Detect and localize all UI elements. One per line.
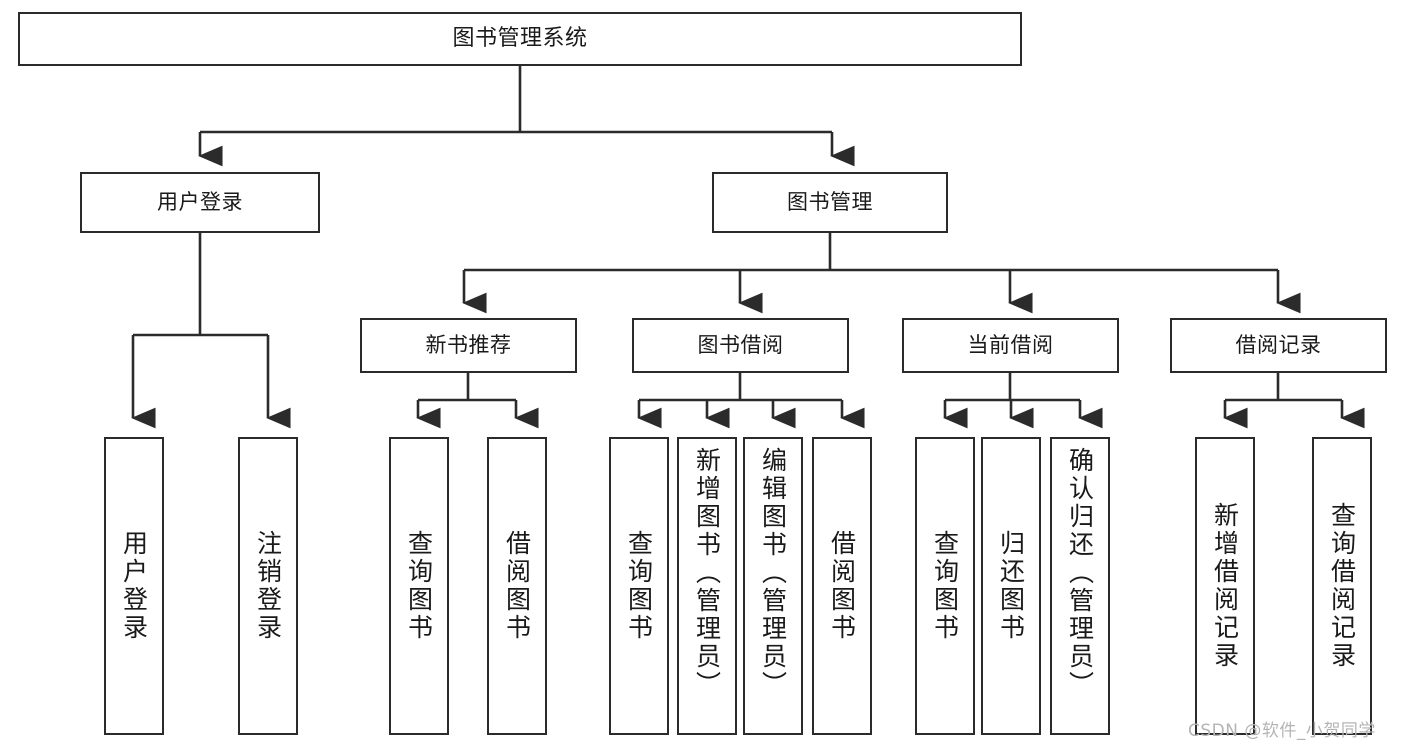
node-new-book-recommendation[interactable]: 新书推荐	[360, 318, 577, 373]
node-book-management[interactable]: 图书管理	[712, 172, 948, 233]
leaf-confirm-return-admin[interactable]: 确认归还（管理员）	[1050, 437, 1110, 735]
leaf-edit-book-admin[interactable]: 编辑图书（管理员）	[743, 437, 803, 735]
leaf-return-book[interactable]: 归还图书	[981, 437, 1041, 735]
node-label: 归还图书	[996, 530, 1026, 642]
node-label: 当前借阅	[967, 332, 1054, 357]
node-label: 新增图书（管理员）	[692, 447, 722, 699]
node-label: 用户登录	[119, 530, 149, 642]
node-current-borrow[interactable]: 当前借阅	[902, 318, 1119, 373]
node-label: 图书管理系统	[452, 25, 588, 51]
node-label: 注销登录	[253, 530, 283, 642]
node-label: 借阅记录	[1235, 332, 1322, 357]
node-borrow-records[interactable]: 借阅记录	[1170, 318, 1387, 373]
leaf-user-login[interactable]: 用户登录	[104, 437, 164, 735]
node-label: 编辑图书（管理员）	[758, 447, 788, 699]
node-book-borrow[interactable]: 图书借阅	[632, 318, 849, 373]
node-root-book-management-system[interactable]: 图书管理系统	[18, 12, 1022, 66]
node-label: 确认归还（管理员）	[1065, 447, 1095, 699]
node-label: 借阅图书	[827, 530, 857, 642]
leaf-query-book-recommend[interactable]: 查询图书	[389, 437, 449, 735]
node-label: 查询图书	[624, 530, 654, 642]
node-label: 借阅图书	[502, 530, 532, 642]
leaf-logout[interactable]: 注销登录	[238, 437, 298, 735]
node-label: 图书借阅	[697, 332, 784, 357]
leaf-query-book-current[interactable]: 查询图书	[915, 437, 975, 735]
leaf-borrow-book-recommend[interactable]: 借阅图书	[487, 437, 547, 735]
leaf-add-book-admin[interactable]: 新增图书（管理员）	[677, 437, 737, 735]
leaf-add-borrow-record[interactable]: 新增借阅记录	[1195, 437, 1255, 735]
leaf-query-book-borrow[interactable]: 查询图书	[609, 437, 669, 735]
node-label: 查询图书	[930, 530, 960, 642]
csdn-watermark: CSDN @软件_小贺同学	[1188, 721, 1376, 741]
leaf-query-borrow-record[interactable]: 查询借阅记录	[1312, 437, 1372, 735]
node-label: 用户登录	[157, 189, 243, 214]
node-user-login[interactable]: 用户登录	[80, 172, 320, 233]
node-label: 新增借阅记录	[1210, 502, 1240, 670]
node-label: 查询图书	[404, 530, 434, 642]
node-label: 图书管理	[787, 189, 873, 214]
node-label: 新书推荐	[425, 332, 512, 357]
leaf-borrow-book[interactable]: 借阅图书	[812, 437, 872, 735]
node-label: 查询借阅记录	[1327, 502, 1357, 670]
